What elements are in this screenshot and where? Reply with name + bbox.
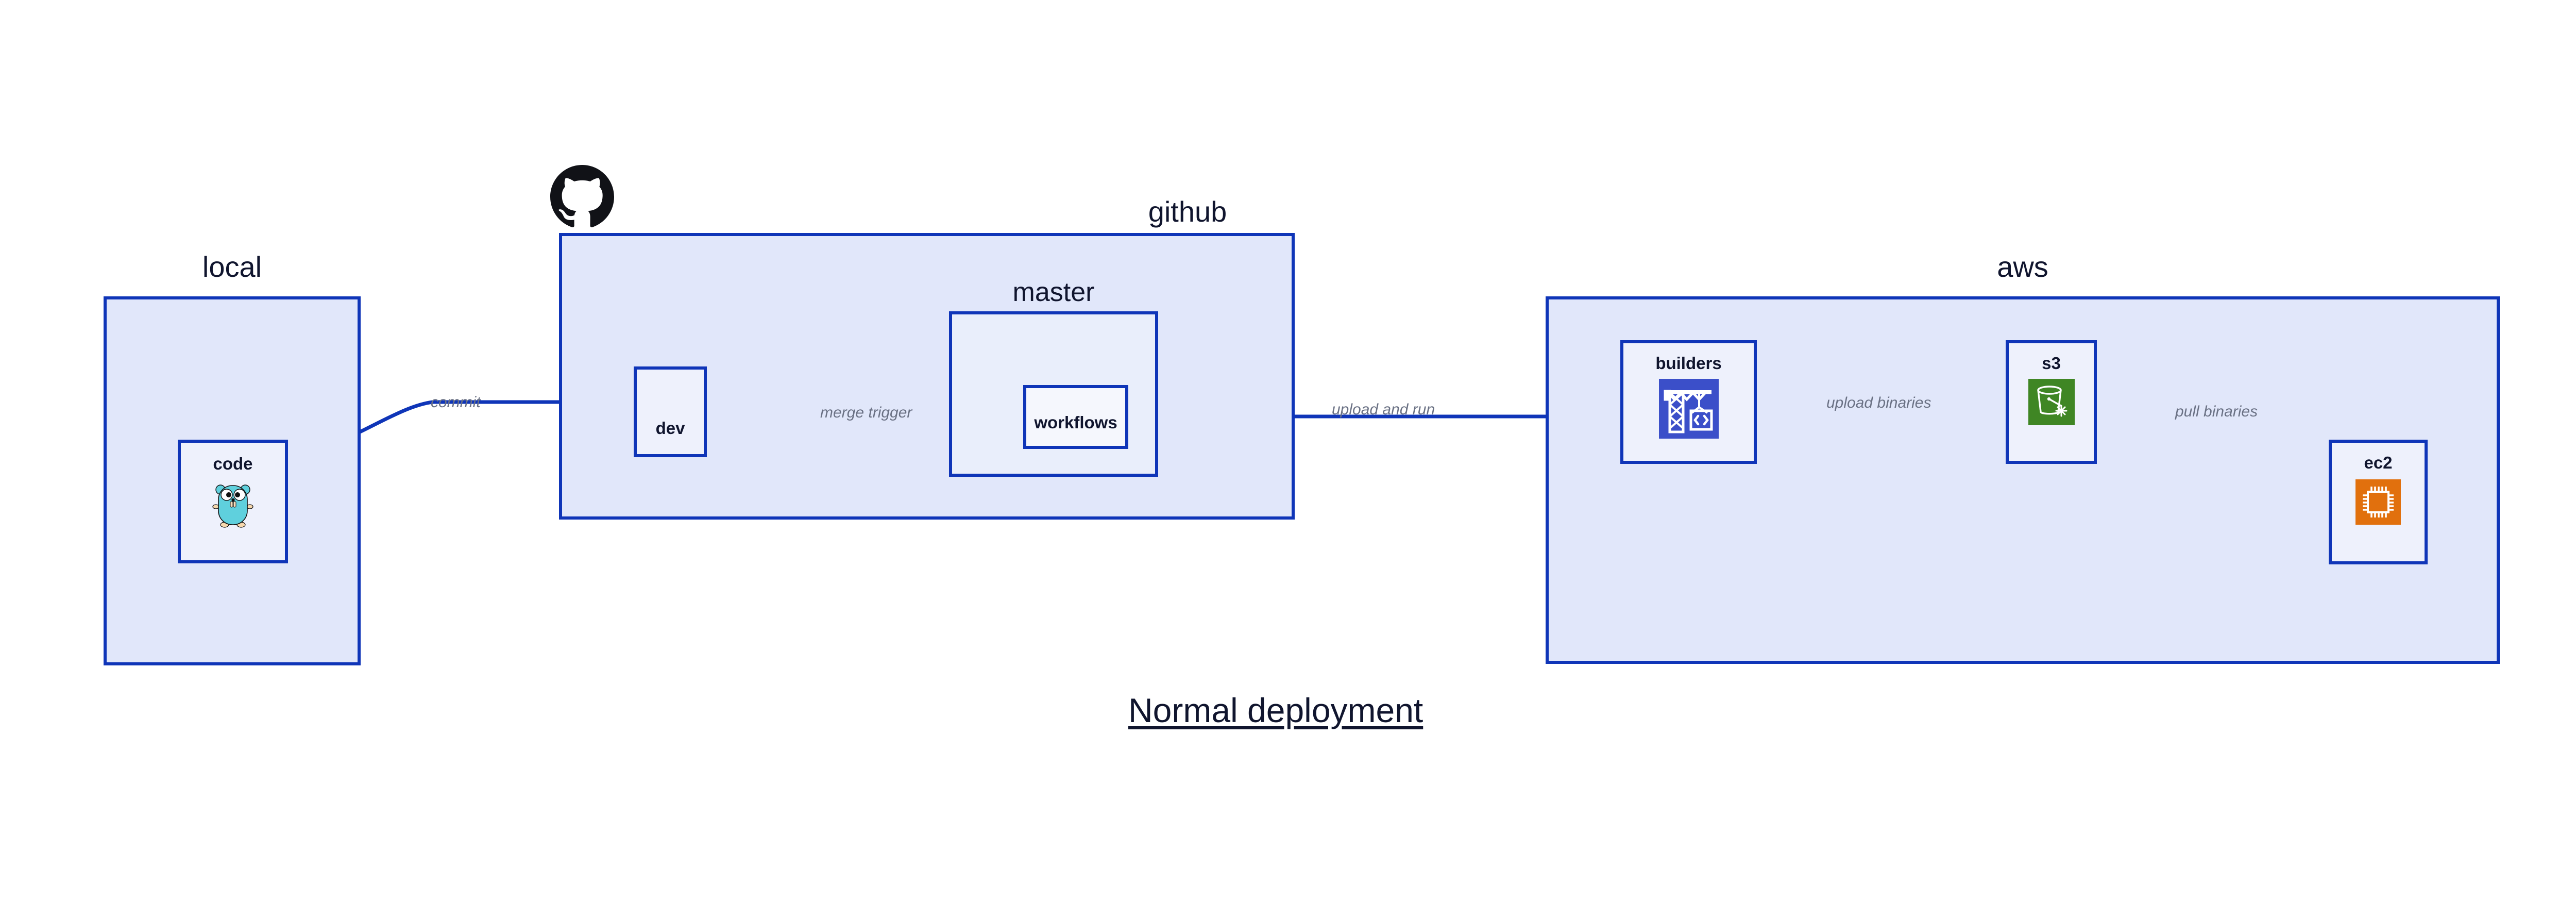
cpu-chip-icon: [2355, 479, 2401, 525]
node-ec2[interactable]: ec2: [2329, 440, 2428, 564]
group-label-aws: aws: [1997, 250, 2048, 283]
edge-label-pull-binaries: pull binaries: [2175, 403, 2258, 420]
go-gopher-icon: [211, 478, 255, 528]
node-workflows[interactable]: workflows: [1023, 385, 1128, 449]
group-local: [104, 296, 361, 665]
edge-label-upload-binaries: upload binaries: [1826, 394, 1931, 411]
node-dev-label: dev: [655, 418, 685, 438]
edge-label-commit: commit: [431, 394, 481, 411]
node-s3-label: s3: [2042, 354, 2061, 373]
s3-bucket-icon: [2028, 379, 2075, 425]
node-dev[interactable]: dev: [634, 366, 707, 457]
node-ec2-label: ec2: [2364, 453, 2393, 472]
node-code-label: code: [213, 454, 253, 473]
crane-code-icon: [1658, 379, 1719, 439]
diagram-title: Normal deployment: [1128, 691, 1423, 729]
edge-label-merge-trigger: merge trigger: [820, 404, 912, 421]
node-workflows-label: workflows: [1034, 413, 1117, 432]
github-octocat-icon: [550, 165, 614, 229]
subgroup-label-master: master: [1012, 277, 1095, 307]
node-s3[interactable]: s3: [2006, 340, 2097, 464]
node-builders[interactable]: builders: [1620, 340, 1757, 464]
group-label-local: local: [202, 250, 262, 283]
group-label-github: github: [1148, 195, 1227, 228]
node-code[interactable]: code: [178, 440, 288, 563]
edge-label-upload-and-run: upload and run: [1332, 401, 1435, 418]
node-builders-label: builders: [1655, 354, 1722, 373]
